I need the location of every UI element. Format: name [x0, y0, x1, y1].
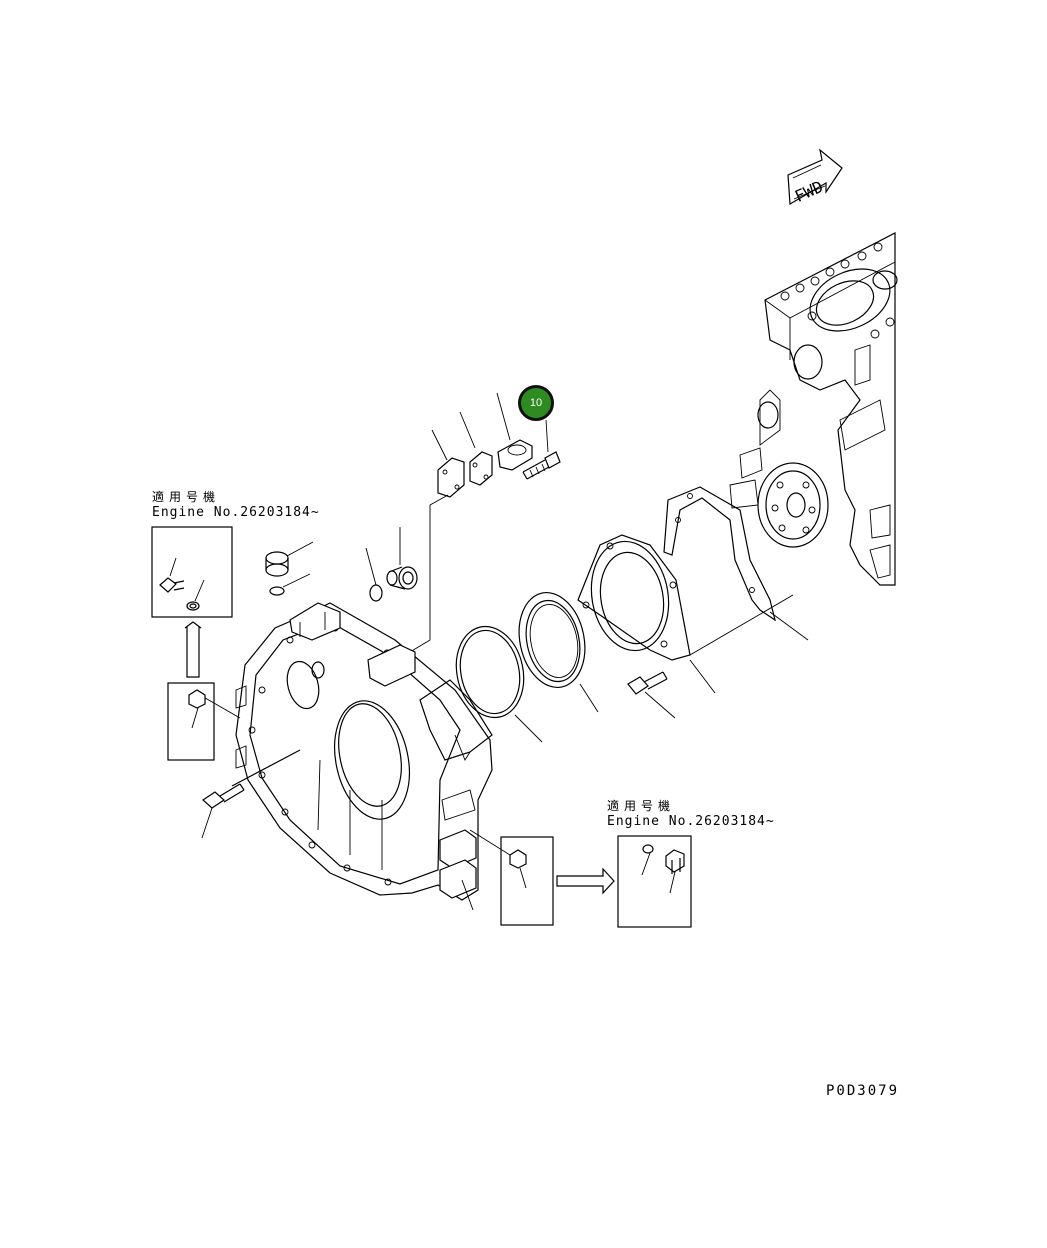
leader-housing-left	[199, 694, 241, 719]
right-arrow-bottom	[556, 867, 615, 895]
note-jp-left: 適用号機	[152, 490, 221, 504]
oil-seal	[518, 591, 586, 689]
o-ring	[455, 625, 525, 719]
leader-cover-plate-2	[496, 392, 511, 441]
part-callout-marker[interactable]: 10	[518, 385, 554, 421]
leader-gasket	[769, 611, 809, 641]
leader-housing-right	[469, 829, 511, 856]
leader-plug-small	[365, 547, 377, 586]
note-engine-right: Engine No.26203184~	[607, 814, 775, 829]
plug-small	[369, 584, 383, 602]
leader-housing-bottom	[461, 879, 474, 911]
leader-washer	[282, 573, 311, 588]
leader-housing-bolt	[644, 691, 676, 719]
inset-box-lower-right	[617, 835, 692, 928]
note-engine-left: Engine No.26203184~	[152, 505, 320, 520]
leader-housing-mount-bolt	[201, 807, 213, 839]
leader-seal-housing	[689, 659, 716, 694]
inset-box-upper-left	[151, 526, 233, 618]
fwd-label: FWD	[792, 177, 826, 206]
marker-label: 10	[529, 397, 543, 409]
plug	[265, 551, 289, 577]
fwd-arrow: FWD	[787, 148, 843, 206]
leader-block	[689, 594, 794, 656]
flywheel-housing	[235, 602, 493, 901]
leader-cover-to-housing	[404, 494, 449, 656]
housing-mount-bolt	[202, 749, 301, 809]
breather	[386, 566, 418, 590]
rear-plate-gasket	[663, 486, 776, 622]
cover-plate-1	[437, 457, 465, 498]
inset-box-lower-left	[167, 682, 215, 761]
inset-box-lower-center	[500, 836, 554, 926]
leader-plug	[286, 541, 314, 557]
seal-housing	[577, 534, 691, 661]
cover-gasket	[469, 451, 493, 486]
up-arrow-left	[184, 621, 202, 678]
leader-cover-plate-1	[431, 429, 448, 461]
cover-bolt	[522, 451, 561, 480]
housing-bolt	[627, 671, 668, 695]
engine-block	[729, 232, 898, 586]
leader-o-ring	[514, 714, 543, 743]
leader-cover-bolt	[545, 419, 549, 453]
leader-cover-gasket	[459, 411, 476, 449]
figure-code: P0D3079	[826, 1083, 900, 1099]
note-jp-right: 適用号機	[607, 799, 676, 813]
washer	[269, 586, 285, 596]
leader-oil-seal	[579, 683, 599, 713]
cover-plate-2	[497, 439, 533, 471]
